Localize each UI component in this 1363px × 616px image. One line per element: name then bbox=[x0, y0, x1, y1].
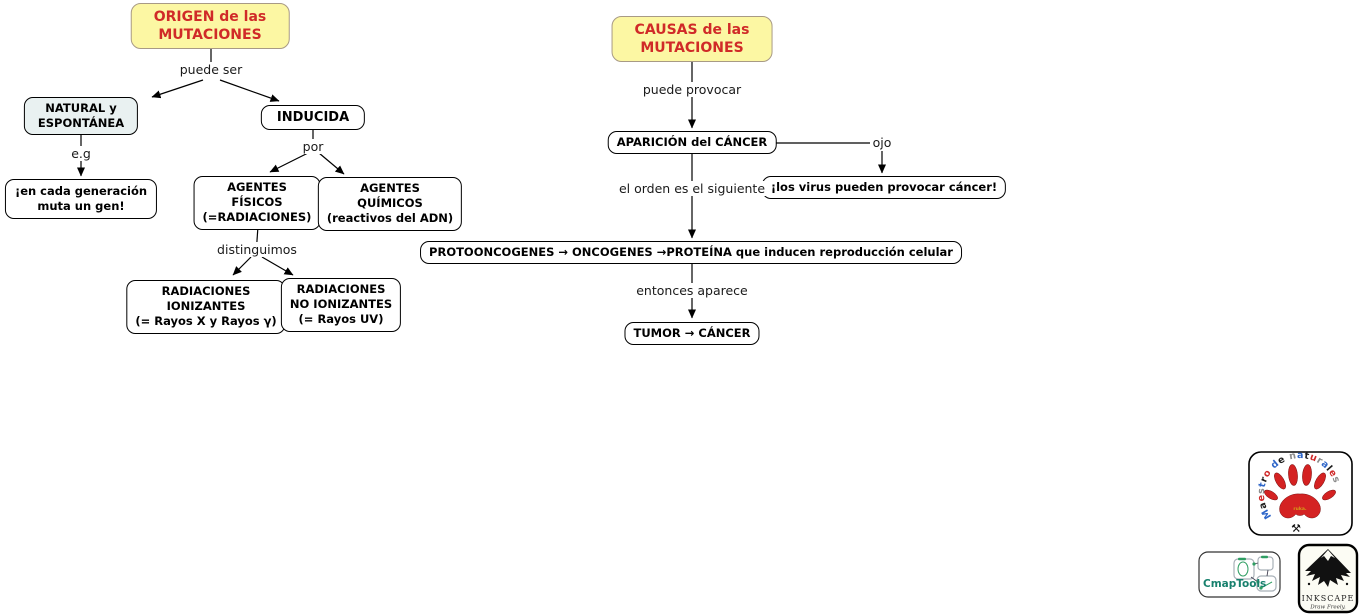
paw-pad-text: ruka. bbox=[1293, 506, 1306, 512]
node-text: FÍSICOS bbox=[231, 195, 283, 210]
crossed-hammers-icon: ⚒ bbox=[1291, 522, 1301, 535]
paw-pad bbox=[1279, 493, 1321, 519]
node-text: RADIACIONES bbox=[161, 284, 251, 298]
connector-line bbox=[151, 79, 204, 99]
paw-toe bbox=[1274, 472, 1286, 490]
node-text: NO IONIZANTES bbox=[289, 297, 393, 312]
node-tumor-cancer: TUMOR → CÁNCER bbox=[624, 322, 760, 346]
inkscape-tagline: Draw Freely. bbox=[1309, 605, 1346, 611]
cmap-sketch-icon bbox=[1233, 556, 1277, 592]
node-causas-mutaciones: CAUSAS de las MUTACIONES bbox=[611, 16, 773, 63]
node-origen-mutaciones: ORIGEN de las MUTACIONES bbox=[130, 3, 290, 50]
node-text: (=RADIACIONES) bbox=[202, 210, 312, 225]
cmaptools-label: CmapTools bbox=[1203, 578, 1266, 590]
node-text: NATURAL y bbox=[45, 101, 117, 115]
connector-line bbox=[232, 256, 252, 276]
node-text: MUTACIONES bbox=[640, 40, 744, 57]
node-muta-un-gen: ¡en cada generación muta un gen! bbox=[4, 179, 158, 220]
link-label-puede-provocar: puede provocar bbox=[640, 82, 744, 97]
node-text: MUTACIONES bbox=[158, 27, 262, 44]
paw-toe bbox=[1314, 472, 1326, 490]
paw-toe bbox=[1288, 464, 1298, 486]
link-label-puede-ser: puede ser bbox=[177, 62, 245, 77]
inkscape-name: INKSCAPE bbox=[1302, 594, 1355, 603]
node-text: CAUSAS de las bbox=[634, 22, 750, 38]
paw-toe bbox=[1264, 489, 1278, 501]
node-text: (= Rayos UV) bbox=[298, 312, 384, 327]
connector-line bbox=[219, 79, 280, 102]
node-text: (reactivos del ADN) bbox=[326, 211, 454, 226]
cmaptools-logo-icon: CmapTools bbox=[1198, 551, 1281, 598]
link-label-el-orden: el orden es el siguiente bbox=[616, 181, 768, 196]
logo-frame bbox=[1248, 451, 1353, 536]
paw-toe bbox=[1302, 464, 1312, 486]
node-aparicion-cancer: APARICIÓN del CÁNCER bbox=[607, 131, 777, 155]
node-inducida: INDUCIDA bbox=[260, 105, 366, 131]
paw-toe bbox=[1322, 489, 1336, 501]
logo-cmaptools: CmapTools bbox=[1198, 551, 1281, 602]
node-text: RADIACIONES bbox=[296, 282, 386, 296]
connector-line bbox=[318, 152, 345, 175]
inkscape-logo-icon: INKSCAPE Draw Freely. bbox=[1297, 543, 1359, 614]
paw-icon bbox=[1264, 464, 1336, 519]
node-agentes-fisicos: AGENTES FÍSICOS (=RADIACIONES) bbox=[193, 176, 321, 230]
node-text: ¡en cada generación bbox=[14, 184, 148, 198]
node-text: QUÍMICOS bbox=[357, 196, 423, 211]
node-protooncogenes-sequence: PROTOONCOGENES → ONCOGENES →PROTEÍNA que… bbox=[420, 241, 962, 265]
node-text: (= Rayos X y Rayos γ) bbox=[135, 314, 277, 329]
node-radiaciones-ionizantes: RADIACIONES IONIZANTES (= Rayos X y Rayo… bbox=[126, 280, 286, 334]
node-text: AGENTES bbox=[227, 180, 287, 194]
connector-line bbox=[261, 256, 294, 276]
node-text: IONIZANTES bbox=[166, 299, 246, 314]
link-label-ojo: ojo bbox=[870, 135, 894, 150]
cmap-sketch-dots bbox=[1238, 555, 1268, 590]
mountain-icon bbox=[1305, 549, 1351, 587]
link-label-por: por bbox=[300, 139, 326, 154]
link-label-entonces-aparece: entonces aparece bbox=[634, 283, 750, 298]
node-text: ORIGEN de las bbox=[153, 9, 267, 25]
node-agentes-quimicos: AGENTES QUÍMICOS (reactivos del ADN) bbox=[317, 177, 463, 231]
node-virus-cancer: ¡los virus pueden provocar cáncer! bbox=[761, 176, 1007, 200]
link-label-distinguimos: distinguimos bbox=[215, 242, 299, 257]
node-text: AGENTES bbox=[360, 181, 420, 195]
logo-inkscape: INKSCAPE Draw Freely. bbox=[1297, 543, 1359, 616]
node-radiaciones-no-ionizantes: RADIACIONES NO IONIZANTES (= Rayos UV) bbox=[280, 278, 402, 332]
node-text: muta un gen! bbox=[37, 199, 125, 214]
node-natural-espontanea: NATURAL y ESPONTÁNEA bbox=[23, 97, 139, 136]
link-label-eg: e.g bbox=[69, 146, 93, 161]
node-text: ESPONTÁNEA bbox=[37, 116, 125, 131]
connector-line bbox=[269, 152, 309, 173]
